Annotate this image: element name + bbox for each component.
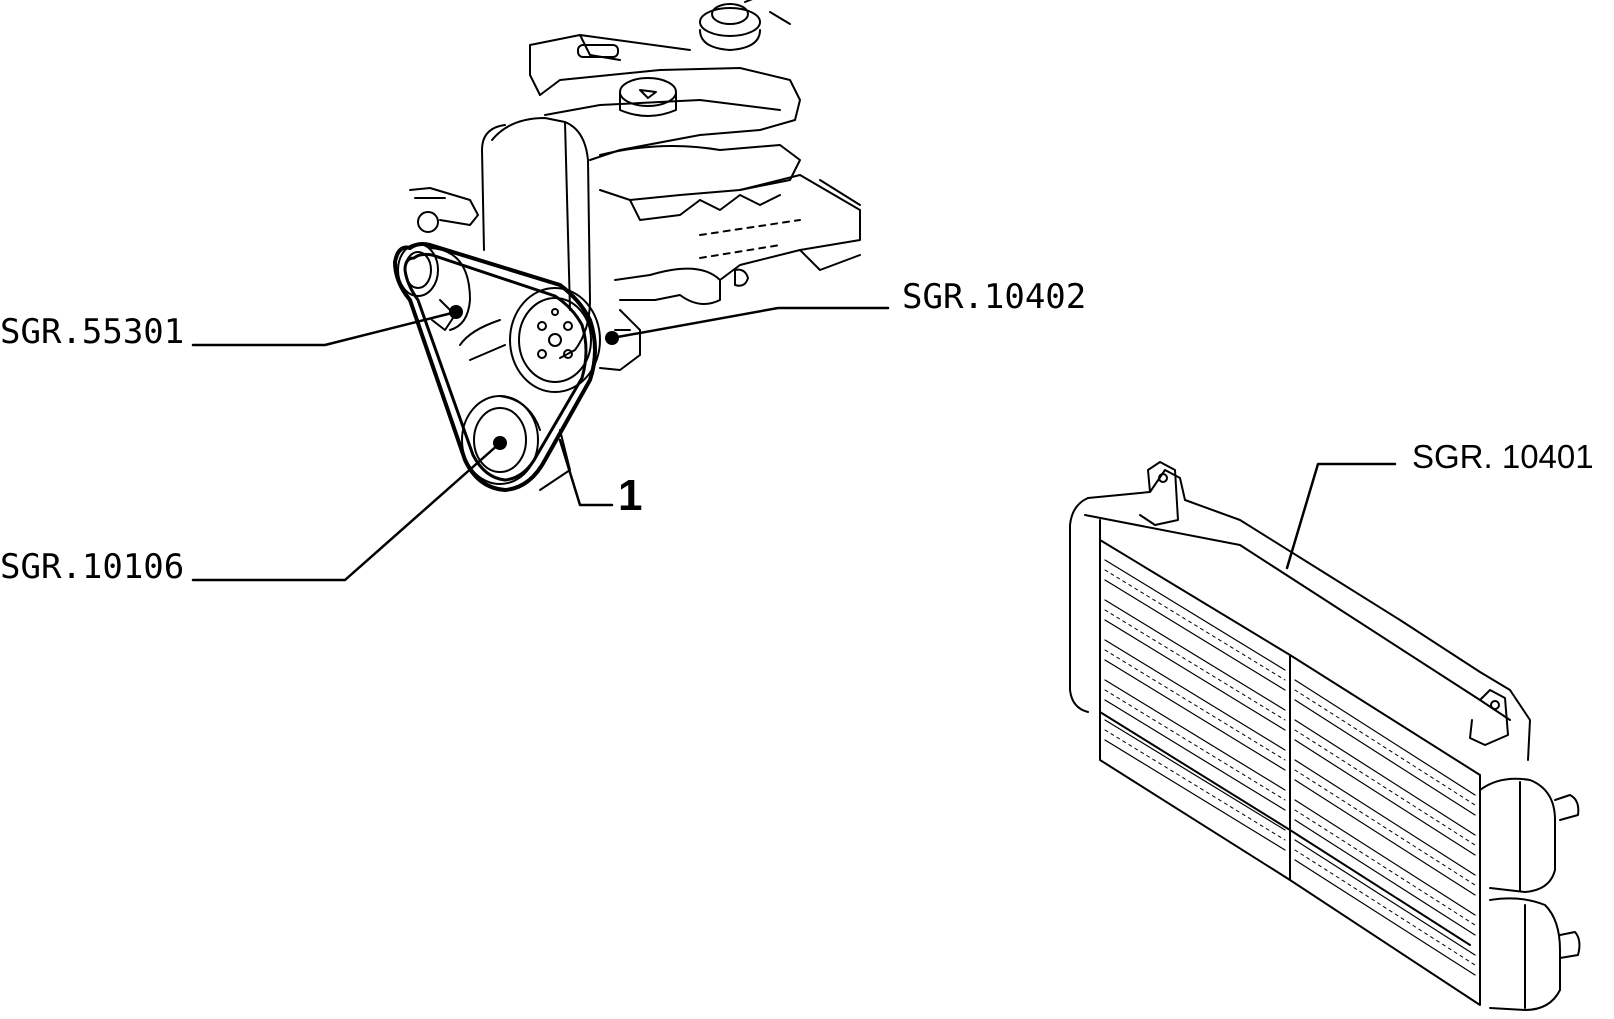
leader-sgr-10106	[191, 441, 502, 582]
label-sgr-10402: SGR.10402	[902, 277, 1087, 317]
label-sgr-10401: SGR. 10401	[1412, 438, 1594, 475]
engine-block-drawing	[409, 0, 861, 491]
leader-dots	[449, 305, 619, 450]
label-sgr-55301: SGR.55301	[0, 312, 185, 352]
water-pump-pulley	[461, 395, 541, 485]
leader-sgr-55301	[191, 310, 458, 347]
label-sgr-10106: SGR.10106	[0, 547, 185, 587]
crankshaft-pulley	[509, 287, 601, 393]
leader-item-1	[558, 438, 614, 507]
dot-sgr-55301	[449, 305, 463, 319]
dot-sgr-10106	[493, 436, 507, 450]
drive-belt	[393, 242, 597, 492]
dot-sgr-10402	[605, 331, 619, 345]
leader-sgr-10401	[1285, 462, 1397, 570]
leader-lines	[191, 306, 1397, 582]
leader-sgr-10402	[610, 306, 890, 340]
label-item-1: 1	[618, 471, 643, 520]
radiator-drawing	[1069, 461, 1581, 1011]
